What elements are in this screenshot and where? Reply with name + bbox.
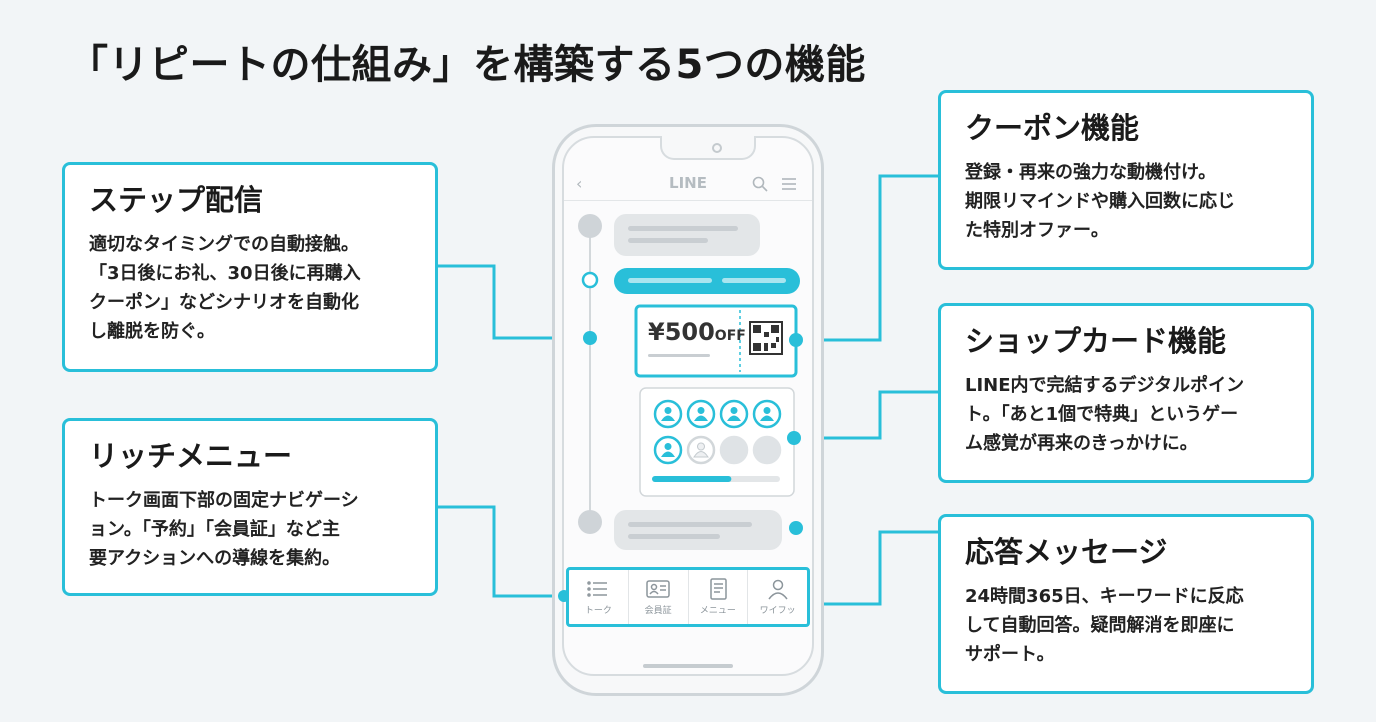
feature-line: 要アクションへの導線を集約。 bbox=[89, 548, 341, 570]
menu-icon[interactable] bbox=[781, 177, 797, 191]
connector-rich-menu bbox=[436, 505, 562, 598]
feature-line: ム感覚が再来のきっかけに。 bbox=[965, 433, 1198, 455]
progress-fill bbox=[652, 476, 732, 482]
person-icon bbox=[768, 579, 788, 600]
qr-code-icon bbox=[749, 321, 783, 355]
stamp-person-icon bbox=[760, 407, 774, 421]
timeline-node bbox=[581, 271, 599, 289]
tab-label: 会員証 bbox=[644, 606, 672, 616]
tab-member-card[interactable]: 会員証 bbox=[629, 570, 689, 624]
connector-coupon bbox=[796, 174, 940, 342]
tab-label: メニュー bbox=[699, 606, 736, 616]
feature-title: リッチメニュー bbox=[89, 439, 293, 473]
stamp-person-icon bbox=[661, 443, 675, 457]
feature-card-step-delivery: ステップ配信 適切なタイミングでの自動接触。 「3日後にお礼、30日後に再購入 … bbox=[62, 162, 438, 372]
avatar bbox=[578, 214, 602, 238]
feature-line: 登録・再来の強力な動機付け。 bbox=[965, 161, 1217, 183]
connector-auto-reply bbox=[796, 530, 940, 606]
rich-menu-tabbar: トーク 会員証 メニュー ワイフッ bbox=[566, 567, 810, 627]
stamp-person-icon bbox=[727, 407, 741, 421]
feature-line: ョン。「予約」「会員証」など主 bbox=[89, 518, 340, 540]
chat-area bbox=[578, 214, 800, 550]
stamp-person-icon bbox=[694, 407, 708, 421]
feature-line: 「3日後にお礼、30日後に再購入 bbox=[89, 262, 361, 284]
feature-title: ステップ配信 bbox=[89, 183, 264, 217]
stamp-empty bbox=[752, 435, 782, 465]
coupon-amount: ¥500OFF bbox=[648, 318, 746, 346]
camera-icon bbox=[712, 143, 722, 153]
feature-title: 応答メッセージ bbox=[965, 535, 1168, 569]
tab-label: ワイフッ bbox=[759, 606, 796, 616]
stamp-filled bbox=[653, 399, 683, 429]
feature-card-auto-reply: 応答メッセージ 24時間365日、キーワードに反応 して自動回答。疑問解消を即座… bbox=[938, 514, 1314, 694]
feature-title: クーポン機能 bbox=[965, 111, 1140, 145]
document-icon bbox=[710, 578, 727, 600]
tab-talk[interactable]: トーク bbox=[569, 570, 629, 624]
message-bubble bbox=[614, 510, 782, 550]
feature-line: して自動回答。疑問解消を即座に bbox=[965, 614, 1235, 636]
feature-card-rich-menu: リッチメニュー トーク画面下部の固定ナビゲーシ ョン。「予約」「会員証」など主 … bbox=[62, 418, 438, 596]
stamp-empty bbox=[719, 435, 749, 465]
chat-header bbox=[564, 170, 812, 201]
feature-line: し離脱を防ぐ。 bbox=[89, 321, 215, 343]
feature-line: ト。「あと1個で特典」というゲー bbox=[965, 403, 1239, 425]
feature-line: た特別オファー。 bbox=[965, 220, 1109, 242]
coupon-unit: OFF bbox=[714, 328, 746, 344]
feature-line: 期限リマインドや購入回数に応じ bbox=[965, 190, 1235, 212]
feature-title: ショップカード機能 bbox=[965, 324, 1227, 358]
coupon-value: ¥500 bbox=[648, 318, 715, 346]
app-name: LINE bbox=[669, 174, 707, 192]
feature-line: サポート。 bbox=[965, 644, 1055, 666]
timeline-node bbox=[584, 332, 596, 344]
tab-label: トーク bbox=[584, 606, 612, 616]
stamp-person-icon bbox=[661, 407, 675, 421]
stamp-person-icon bbox=[693, 442, 709, 458]
feature-line: 適切なタイミングでの自動接触。 bbox=[89, 233, 359, 255]
search-icon[interactable] bbox=[752, 176, 768, 192]
connector-step bbox=[436, 264, 588, 340]
phone-notch bbox=[660, 136, 756, 160]
feature-line: LINE内で完結するデジタルポイン bbox=[965, 374, 1245, 396]
back-icon[interactable]: ‹ bbox=[576, 174, 583, 193]
feature-line: クーポン」などシナリオを自動化 bbox=[89, 292, 359, 314]
tab-menu[interactable]: メニュー bbox=[689, 570, 749, 624]
feature-card-shop-card: ショップカード機能 LINE内で完結するデジタルポイン ト。「あと1個で特典」と… bbox=[938, 303, 1314, 483]
feature-card-coupon: クーポン機能 登録・再来の強力な動機付け。 期限リマインドや購入回数に応じ た特… bbox=[938, 90, 1314, 270]
stamp-grid bbox=[653, 399, 782, 465]
list-icon bbox=[587, 581, 608, 597]
page-title: 「リピートの仕組み」を構築する5つの機能 bbox=[68, 42, 866, 88]
avatar bbox=[578, 510, 602, 534]
feature-line: トーク画面下部の固定ナビゲーシ bbox=[89, 489, 359, 511]
feature-line: 24時間365日、キーワードに反応 bbox=[965, 585, 1244, 607]
tab-account[interactable]: ワイフッ bbox=[748, 570, 807, 624]
message-bubble bbox=[614, 214, 760, 256]
connector-shop-card bbox=[794, 390, 940, 440]
home-indicator bbox=[643, 664, 733, 668]
id-card-icon bbox=[646, 580, 670, 598]
